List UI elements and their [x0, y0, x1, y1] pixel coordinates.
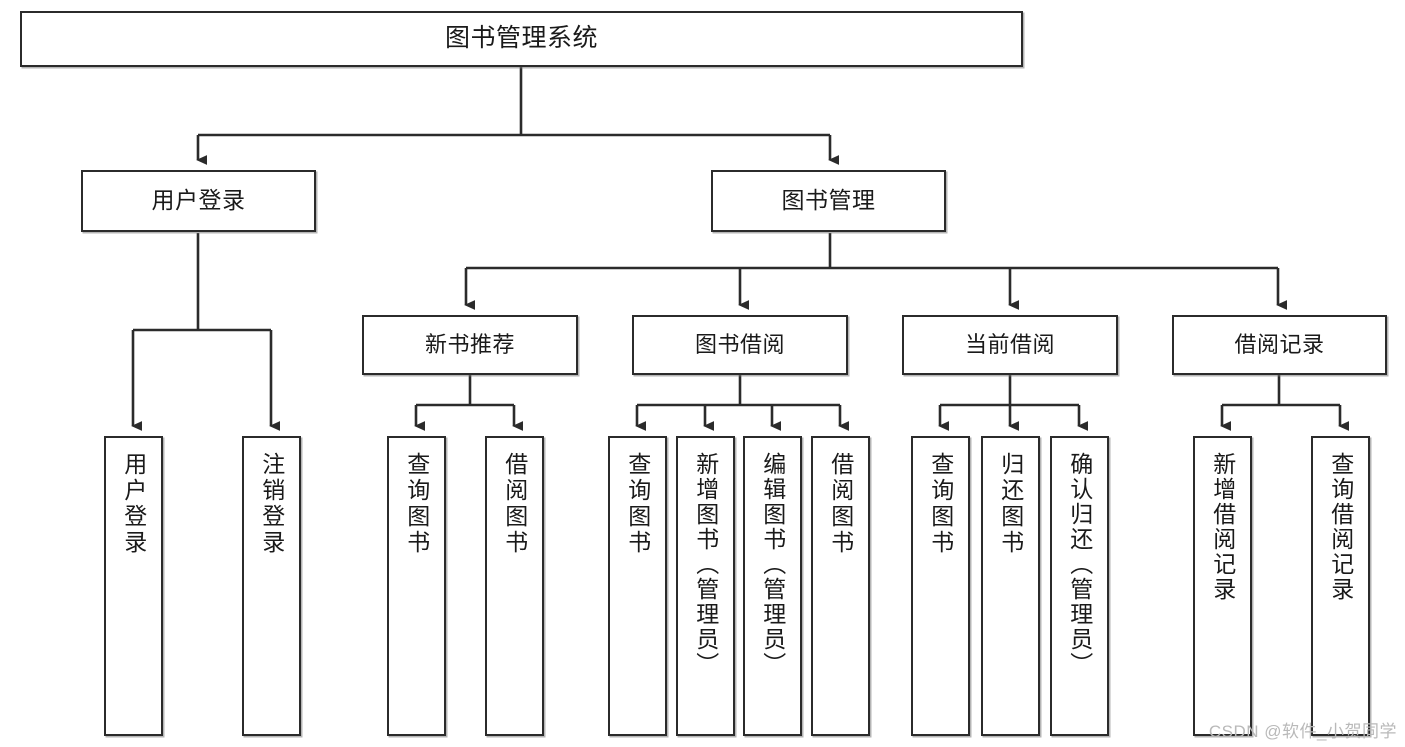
leaf-book-borrow-edit-book-admin[interactable]: 编辑图书（管理员） [743, 436, 802, 736]
node-label: 借阅图书 [827, 452, 854, 556]
node-label: 新书推荐 [424, 332, 515, 358]
node-book-borrow[interactable]: 图书借阅 [632, 315, 848, 375]
node-label: 借阅图书 [501, 452, 528, 556]
node-label: 当前借阅 [964, 332, 1055, 358]
leaf-new-book-query-book[interactable]: 查询图书 [387, 436, 446, 736]
node-label: 新增图书（管理员） [692, 452, 719, 677]
node-root-book-management-system[interactable]: 图书管理系统 [20, 11, 1023, 67]
node-label: 编辑图书（管理员） [759, 452, 786, 677]
node-new-book-recommend[interactable]: 新书推荐 [362, 315, 578, 375]
node-label: 注销登录 [258, 452, 285, 556]
node-label: 查询图书 [403, 452, 430, 556]
node-user-login[interactable]: 用户登录 [81, 170, 316, 232]
leaf-book-borrow-borrow-book[interactable]: 借阅图书 [811, 436, 870, 736]
node-book-management[interactable]: 图书管理 [711, 170, 946, 232]
leaf-new-book-borrow-book[interactable]: 借阅图书 [485, 436, 544, 736]
leaf-borrow-record-add-record[interactable]: 新增借阅记录 [1193, 436, 1252, 736]
node-label: 查询借阅记录 [1327, 452, 1354, 602]
node-label: 归还图书 [997, 452, 1024, 556]
node-label: 查询图书 [624, 452, 651, 556]
leaf-user-login-logout[interactable]: 注销登录 [242, 436, 301, 736]
leaf-borrow-record-query-record[interactable]: 查询借阅记录 [1311, 436, 1370, 736]
node-label: 借阅记录 [1234, 332, 1325, 358]
node-label: 查询图书 [927, 452, 954, 556]
leaf-current-borrow-confirm-return-admin[interactable]: 确认归还（管理员） [1050, 436, 1109, 736]
node-label: 图书管理系统 [444, 24, 598, 53]
node-label: 图书管理 [781, 187, 876, 214]
node-label: 图书借阅 [694, 332, 785, 358]
leaf-current-borrow-return-book[interactable]: 归还图书 [981, 436, 1040, 736]
leaf-user-login-login[interactable]: 用户登录 [104, 436, 163, 736]
node-borrow-record[interactable]: 借阅记录 [1172, 315, 1387, 375]
leaf-current-borrow-query-book[interactable]: 查询图书 [911, 436, 970, 736]
leaf-book-borrow-add-book-admin[interactable]: 新增图书（管理员） [676, 436, 735, 736]
node-current-borrow[interactable]: 当前借阅 [902, 315, 1118, 375]
node-label: 用户登录 [120, 452, 147, 556]
node-label: 确认归还（管理员） [1066, 452, 1093, 677]
watermark-text: CSDN @软件_小贺同学 [1208, 722, 1397, 741]
leaf-book-borrow-query-book[interactable]: 查询图书 [608, 436, 667, 736]
node-label: 新增借阅记录 [1209, 452, 1236, 602]
node-label: 用户登录 [151, 187, 246, 214]
